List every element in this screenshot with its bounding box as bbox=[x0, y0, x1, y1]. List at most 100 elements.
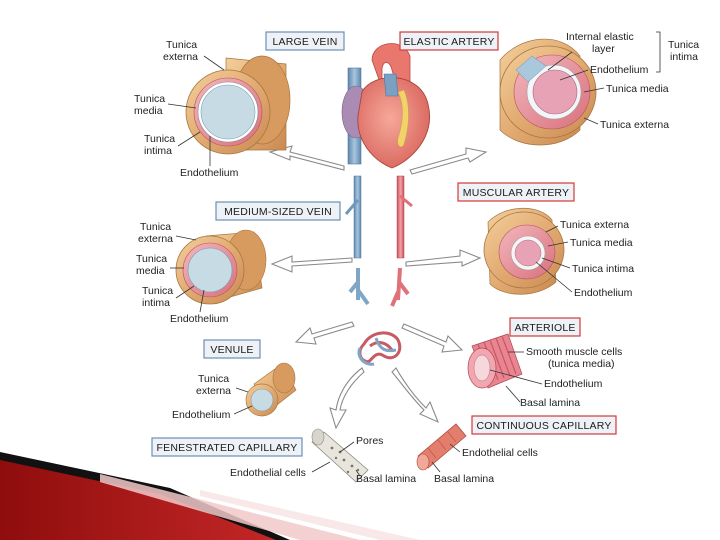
v-endothelium-leader bbox=[233, 405, 253, 415]
arrow-to-venule bbox=[294, 321, 355, 345]
ea-internal-label-1: Internal elastic bbox=[566, 31, 634, 43]
center-vessels bbox=[344, 175, 413, 366]
large-vein-figure bbox=[185, 55, 291, 155]
a-basal-leader bbox=[505, 385, 521, 403]
pulmonary-trunk bbox=[383, 73, 399, 97]
elastic-artery-box bbox=[399, 31, 499, 51]
footer-red-wedge bbox=[0, 456, 280, 540]
elastic-artery-labels: Internal elastic layer Endothelium Tunic… bbox=[547, 31, 699, 131]
large-vein-box bbox=[265, 31, 345, 51]
medium-vein-labels: Tunica externa Tunica media Tunica intim… bbox=[136, 221, 229, 325]
continuous-capillary-cells bbox=[427, 431, 457, 459]
arrow-to-continuous bbox=[391, 367, 440, 424]
venule-lumen bbox=[250, 388, 274, 412]
lv-endothelium-label: Endothelium bbox=[180, 167, 239, 179]
arrow-to-fenestrated bbox=[329, 367, 365, 430]
venule-figure bbox=[245, 362, 297, 417]
arrow-to-muscular-artery bbox=[405, 249, 482, 267]
a-basal-label: Basal lamina bbox=[520, 397, 580, 409]
venule-title: VENULE bbox=[210, 344, 253, 356]
fenestrated-capillary-labels: Pores Endothelial cells Basal lamina bbox=[230, 435, 416, 485]
arrow-to-arteriole bbox=[401, 323, 464, 353]
medium-vein-tube bbox=[353, 175, 362, 259]
ma-endothelium-label: Endothelium bbox=[574, 287, 633, 299]
continuous-capillary-figure bbox=[416, 423, 467, 471]
ea-internal-label-2: layer bbox=[592, 43, 615, 55]
ea-externa-leader bbox=[583, 117, 599, 125]
v-externa-label-2: externa bbox=[196, 385, 231, 397]
arteriole-labels: Smooth muscle cells (tunica media) Endot… bbox=[489, 346, 622, 409]
muscular-artery-figure bbox=[483, 207, 565, 295]
lv-externa-leader bbox=[203, 55, 225, 71]
mv-externa-leader bbox=[175, 235, 197, 241]
medium-artery-branch bbox=[399, 194, 413, 208]
a-endothelium-leader bbox=[489, 369, 543, 385]
lv-externa-label-1: Tunica bbox=[166, 39, 197, 51]
arteriole-box bbox=[509, 317, 581, 337]
footer-pale-stripe bbox=[200, 490, 420, 540]
fenestrated-capillary-figure bbox=[311, 428, 369, 483]
lv-intima-label-2: intima bbox=[144, 145, 172, 157]
mv-endothelium-leader bbox=[199, 289, 205, 313]
mv-intima-label-2: intima bbox=[142, 297, 170, 309]
elastic-artery-cutaway bbox=[515, 55, 547, 83]
footer-black-stripe bbox=[0, 452, 290, 540]
capillary-bed-venous bbox=[357, 337, 397, 366]
heart-group bbox=[341, 43, 430, 169]
mv-endothelium-label: Endothelium bbox=[170, 313, 229, 325]
ma-media-label: Tunica media bbox=[570, 237, 633, 249]
ma-endothelium-leader bbox=[535, 261, 573, 293]
v-externa-leader bbox=[235, 387, 249, 393]
continuous-capillary-end bbox=[416, 453, 430, 471]
fc-endothelial-leader bbox=[311, 461, 331, 473]
lv-media-label-1: Tunica bbox=[134, 93, 165, 105]
ea-endothelium-leader bbox=[559, 69, 589, 81]
mv-intima-label-1: Tunica bbox=[142, 285, 173, 297]
large-vein-labels: Tunica externa Tunica media Tunica intim… bbox=[134, 39, 239, 179]
medium-vein-branch bbox=[344, 199, 360, 215]
mv-media-label-1: Tunica bbox=[136, 253, 167, 265]
ea-internal-leader bbox=[547, 51, 573, 71]
medium-vein-box bbox=[215, 201, 341, 221]
arteriole-lumen bbox=[473, 354, 491, 382]
arrow-to-medium-vein bbox=[270, 255, 353, 273]
coronary-fat bbox=[397, 89, 409, 148]
elastic-artery-figure bbox=[499, 38, 597, 146]
venule-tube bbox=[348, 268, 370, 306]
lv-externa-label-2: externa bbox=[163, 51, 198, 63]
ea-externa-label: Tunica externa bbox=[600, 119, 669, 131]
ea-intima-label-2: intima bbox=[670, 51, 698, 63]
arteriole-title: ARTERIOLE bbox=[514, 322, 575, 334]
cc-basal-label: Basal lamina bbox=[434, 473, 494, 485]
continuous-capillary-title: CONTINUOUS CAPILLARY bbox=[476, 420, 611, 432]
fenestrated-capillary-title: FENESTRATED CAPILLARY bbox=[157, 442, 298, 454]
medium-artery-tube bbox=[396, 175, 405, 259]
ma-intima-label: Tunica intima bbox=[572, 263, 634, 275]
fc-endothelial-label: Endothelial cells bbox=[230, 467, 306, 479]
a-smooth-label-2: (tunica media) bbox=[548, 358, 615, 370]
arrow-to-elastic-artery bbox=[409, 147, 488, 175]
muscular-artery-box bbox=[457, 182, 575, 202]
muscular-artery-labels: Tunica externa Tunica media Tunica intim… bbox=[535, 219, 634, 299]
title-boxes: LARGE VEIN ELASTIC ARTERY MEDIUM-SIZED V… bbox=[151, 31, 617, 457]
cc-endothelial-leader bbox=[449, 443, 461, 453]
lv-media-label-2: media bbox=[134, 105, 163, 117]
medium-vein-figure bbox=[175, 229, 267, 305]
ea-intima-bracket bbox=[656, 31, 661, 73]
ea-media-leader bbox=[583, 87, 605, 93]
mv-externa-label-2: externa bbox=[138, 233, 173, 245]
ma-intima-leader bbox=[541, 257, 571, 269]
fenestrated-capillary-end bbox=[311, 428, 325, 446]
elastic-artery-lumen bbox=[532, 69, 578, 115]
cc-basal-leader bbox=[431, 461, 441, 473]
medium-vein-title: MEDIUM-SIZED VEIN bbox=[224, 206, 332, 218]
ea-media-label: Tunica media bbox=[606, 83, 669, 95]
fenestrated-capillary-box bbox=[151, 437, 303, 457]
fc-basal-label: Basal lamina bbox=[356, 473, 416, 485]
lv-intima-label-1: Tunica bbox=[144, 133, 175, 145]
continuous-capillary-box bbox=[471, 415, 617, 435]
fc-pores-label: Pores bbox=[356, 435, 383, 447]
fc-basal-leader bbox=[355, 469, 361, 477]
v-endothelium-label: Endothelium bbox=[172, 409, 231, 421]
